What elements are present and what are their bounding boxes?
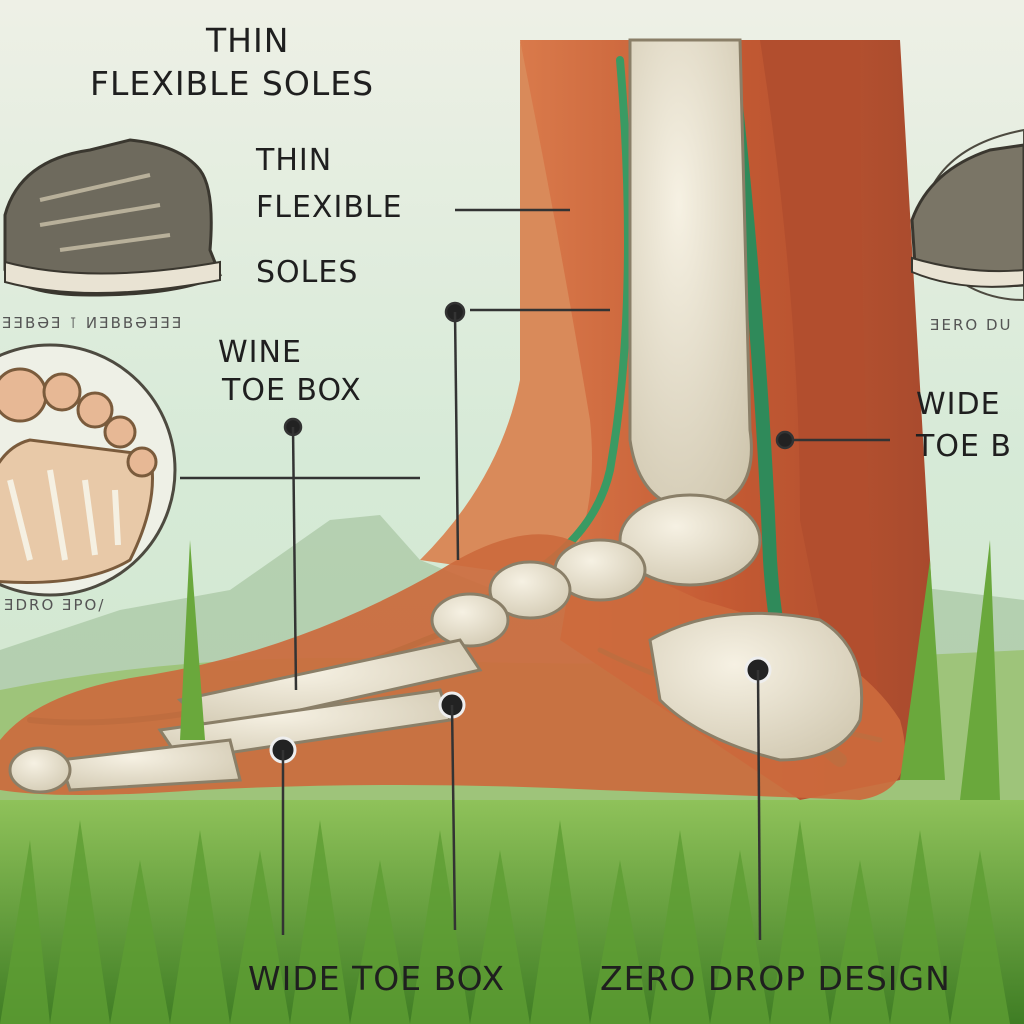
calcaneus-bone (648, 611, 864, 762)
top-title-line2: FLEXIBLE SOLES (90, 64, 375, 103)
bottom-label-wide-toe-box: WIDE TOE BOX (248, 959, 506, 998)
mid-label-line2: FLEXIBLE (256, 190, 403, 225)
grass (0, 540, 1024, 1024)
left-callout-line2: TOE BOX (222, 373, 362, 408)
toe-tip (8, 746, 72, 794)
talus-bone (618, 493, 762, 587)
mid-label-line1: THIN (256, 143, 333, 178)
left-shoe-illustration (3, 138, 222, 297)
top-title-line1: THIN (206, 21, 290, 60)
left-shoe-caption: ƎƎBƏƎ ⊺ ИƎBBƏƎƎƎ (2, 314, 184, 332)
mid-label-line3: SOLES (256, 255, 359, 290)
right-shoe-circle (910, 128, 1024, 302)
right-callout-line1: WIDE (916, 387, 1001, 422)
right-shoe-caption: ƎERO DU (930, 316, 1013, 334)
pointer-lines (180, 208, 890, 941)
foot-circle-caption: ƎDRO ƎPO/ (4, 596, 106, 614)
tibia-bone (628, 38, 753, 512)
callout-dot (775, 430, 795, 450)
bottom-label-zero-drop: ZERO DROP DESIGN (600, 959, 951, 998)
left-callout-line1: WINE (218, 335, 302, 370)
right-callout-line2: TOE B (916, 429, 1013, 464)
bones (8, 38, 864, 794)
foot-topview-circle (0, 343, 177, 597)
